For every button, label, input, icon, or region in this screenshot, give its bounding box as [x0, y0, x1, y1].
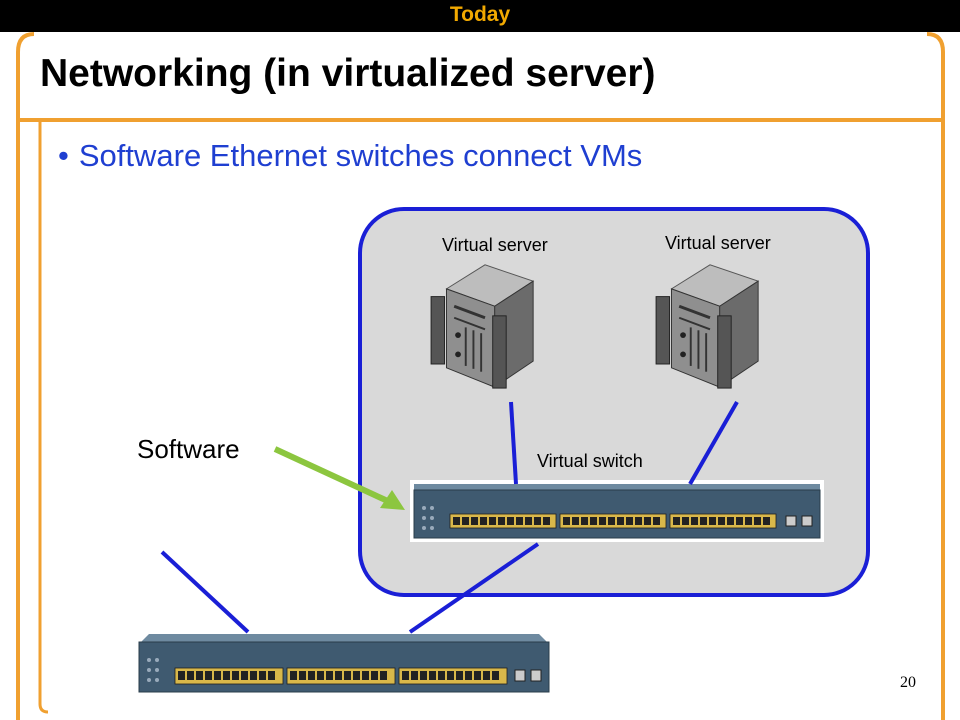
section-bar: Today [0, 0, 960, 32]
ethernet-switch-icon [410, 480, 824, 542]
software-label: Software [137, 434, 240, 464]
bullet-item: • Software Ethernet switches connect VMs [58, 138, 642, 174]
virtual-server-label-left: Virtual server [442, 235, 548, 255]
virtual-switch-label: Virtual switch [537, 451, 643, 471]
section-label: Today [449, 3, 511, 26]
virtual-server-label-right: Virtual server [665, 233, 771, 253]
bullet-text: Software Ethernet switches connect VMs [78, 138, 643, 173]
slide-title: Networking (in virtualized server) [40, 52, 656, 95]
ethernet-switch-icon [135, 630, 553, 705]
server-icon [655, 264, 760, 389]
bullet-dot-icon: • [58, 138, 69, 173]
server-icon [430, 264, 535, 389]
page-number: 20 [900, 674, 916, 691]
